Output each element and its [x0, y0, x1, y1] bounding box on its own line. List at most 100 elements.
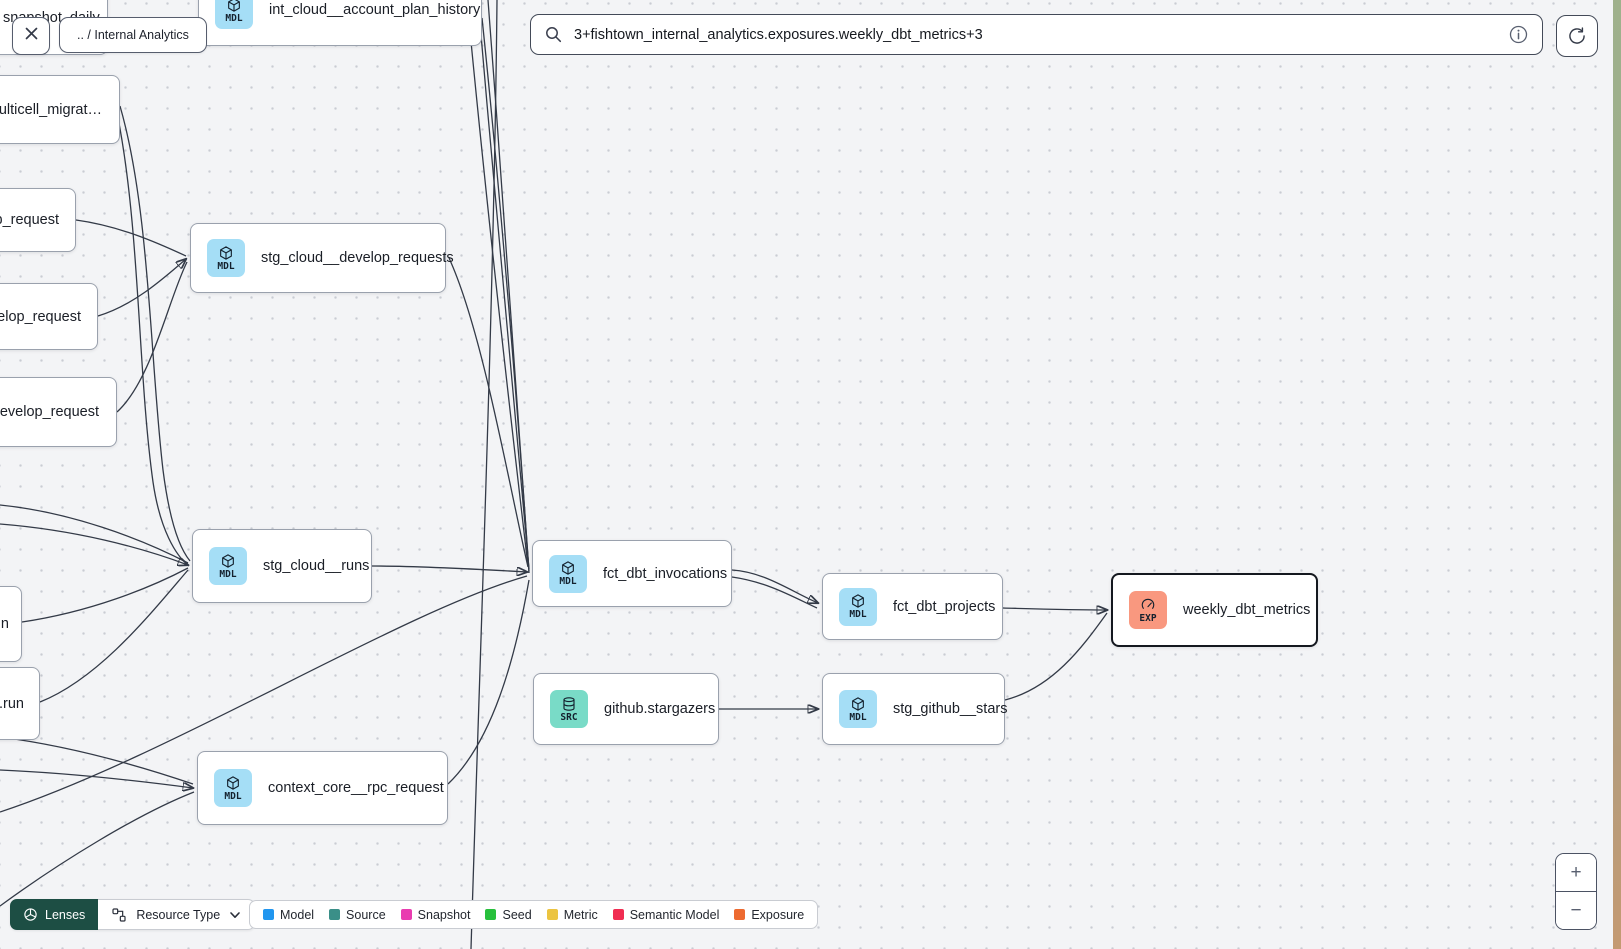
resource-type-badge: MDL	[214, 769, 252, 807]
graph-edge	[117, 117, 190, 567]
graph-edge	[21, 567, 189, 623]
graph-node-weekly_dbt_metrics[interactable]: EXP weekly_dbt_metrics	[1111, 573, 1318, 647]
node-label: velop_request	[0, 308, 81, 325]
cube-icon	[220, 553, 236, 569]
graph-edge	[371, 565, 527, 572]
graph-edge	[731, 569, 818, 603]
chevron-down-icon	[229, 909, 241, 921]
graph-edge	[477, 0, 530, 570]
legend-label: Metric	[563, 907, 598, 922]
legend-swatch	[734, 909, 746, 920]
legend-swatch	[485, 909, 497, 920]
badge-label: MDL	[849, 609, 867, 621]
zoom-in-button[interactable]: +	[1556, 854, 1596, 891]
badge-label: MDL	[219, 568, 237, 580]
graph-edge	[97, 259, 186, 317]
node-label: n	[0, 616, 9, 632]
legend-label: Seed	[502, 907, 532, 922]
zoom-out-button[interactable]: −	[1556, 891, 1596, 929]
graph-edge	[0, 769, 193, 788]
cube-icon	[226, 0, 242, 13]
badge-label: MDL	[559, 576, 577, 588]
breadcrumb-label: .. / Internal Analytics	[77, 28, 189, 42]
legend-swatch	[612, 909, 624, 920]
graph-node-stg_github__stars[interactable]: MDL stg_github__stars	[822, 673, 1008, 745]
resource-type-badge: MDL	[549, 554, 587, 593]
close-icon	[24, 26, 39, 46]
legend-label: Exposure	[751, 907, 805, 922]
legend-swatch	[329, 909, 341, 920]
node-label: fct_dbt_projects	[893, 598, 996, 615]
search-icon	[545, 26, 562, 43]
legend-swatch	[400, 909, 412, 920]
resource-type-badge: SRC	[550, 690, 588, 728]
graph-edge	[75, 219, 187, 257]
badge-label: MDL	[217, 260, 235, 272]
lenses-label: Lenses	[45, 907, 86, 922]
graph-edge	[447, 579, 530, 785]
resource-type-button[interactable]: Resource Type	[98, 899, 256, 930]
resource-type-badge: MDL	[839, 690, 877, 728]
node-label: context_core__rpc_request	[268, 780, 444, 796]
legend-item: Semantic Model	[612, 908, 719, 922]
badge-label: MDL	[225, 12, 243, 24]
graph-edge	[481, 17, 530, 574]
graph-node-partial_run[interactable]: .run	[0, 667, 40, 740]
graph-node-develop_request[interactable]: .develop_request	[0, 377, 117, 447]
graph-edge	[0, 736, 194, 785]
lenses-button[interactable]: Lenses	[10, 899, 99, 930]
graph-node-multicell_migrat[interactable]: multicell_migrat…	[0, 75, 120, 144]
node-label: multicell_migrat…	[0, 101, 102, 118]
info-icon[interactable]	[1509, 25, 1528, 44]
graph-node-p_request[interactable]: p_request	[0, 188, 76, 252]
legend-label: Snapshot	[417, 907, 471, 922]
graph-edge	[0, 575, 528, 813]
cube-icon	[850, 696, 866, 712]
search-input[interactable]	[572, 25, 1499, 44]
node-label: fct_dbt_invocations	[603, 565, 728, 582]
graph-node-fct_dbt_projects[interactable]: MDL fct_dbt_projects	[822, 573, 1003, 640]
zoom-controls: + −	[1555, 853, 1597, 930]
graph-node-fct_dbt_invocations[interactable]: MDL fct_dbt_invocations	[532, 540, 732, 607]
resource-type-icon	[111, 907, 127, 923]
graph-edge	[39, 569, 189, 703]
resource-type-badge: MDL	[839, 587, 877, 626]
node-label: stg_cloud__runs	[263, 558, 370, 574]
refresh-icon	[1567, 26, 1587, 46]
legend-item: Metric	[546, 907, 598, 922]
node-label: .develop_request	[0, 404, 99, 420]
legend-swatch	[546, 909, 558, 920]
legend-label: Source	[346, 907, 386, 922]
lenses-icon	[23, 907, 38, 922]
resource-type-badge: MDL	[215, 0, 253, 29]
graph-node-stg_cloud__runs[interactable]: MDL stg_cloud__runs	[192, 529, 372, 603]
database-icon	[561, 696, 577, 712]
graph-node-context_core__rpc_request[interactable]: MDL context_core__rpc_request	[197, 751, 448, 825]
plus-icon: +	[1570, 861, 1582, 883]
graph-edge	[448, 257, 529, 568]
badge-label: MDL	[224, 790, 242, 802]
graph-node-partial_n[interactable]: n	[0, 586, 22, 662]
graph-edge	[731, 576, 818, 609]
node-label: .run	[0, 695, 24, 712]
badge-label: MDL	[849, 711, 867, 723]
node-label: weekly_dbt_metrics	[1183, 602, 1311, 618]
legend-item: Source	[329, 908, 386, 922]
resource-type-badge: MDL	[207, 239, 245, 277]
graph-edge	[0, 791, 195, 907]
legend-label: Model	[280, 907, 315, 922]
badge-label: SRC	[560, 711, 578, 723]
gauge-icon	[1140, 597, 1156, 613]
resource-type-badge: EXP	[1129, 591, 1167, 629]
close-button[interactable]	[12, 17, 50, 55]
graph-edge	[0, 523, 188, 565]
minus-icon: −	[1570, 899, 1582, 921]
refresh-button[interactable]	[1556, 15, 1598, 57]
node-label: stg_github__stars	[893, 701, 1008, 717]
graph-node-velop_request[interactable]: velop_request	[0, 283, 98, 350]
breadcrumb[interactable]: .. / Internal Analytics	[59, 17, 207, 53]
